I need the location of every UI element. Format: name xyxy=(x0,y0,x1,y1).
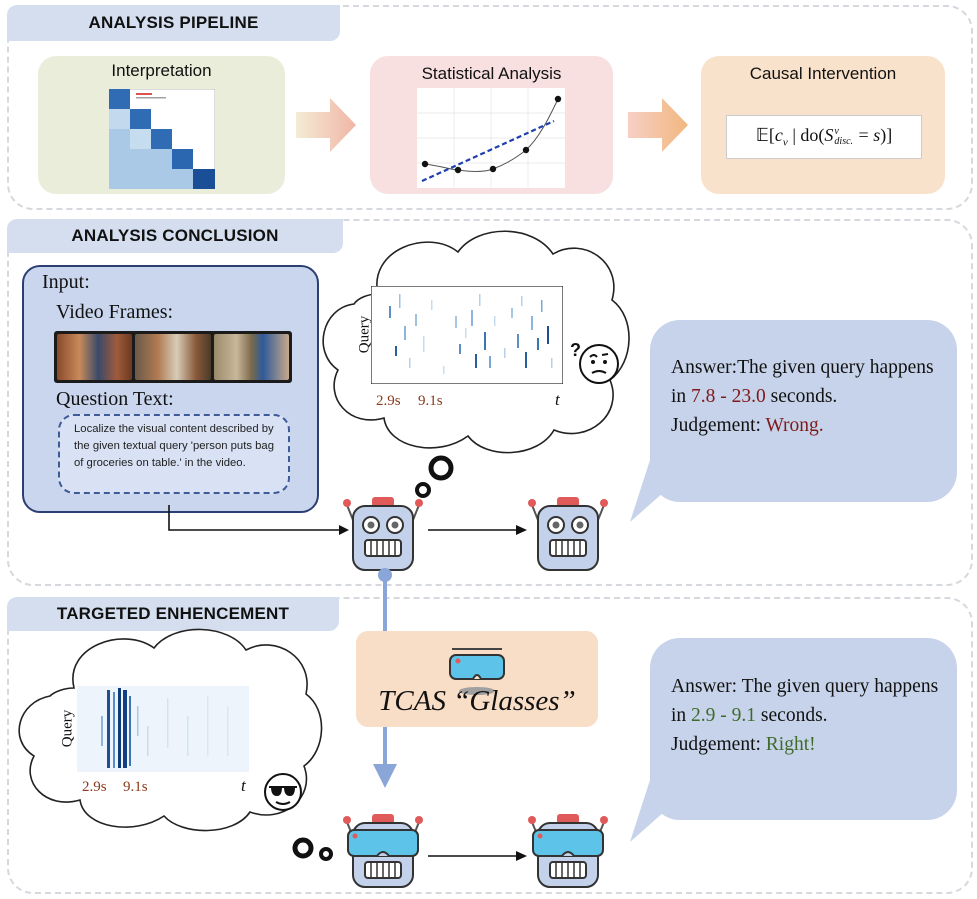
pipeline-section-frame xyxy=(7,5,973,210)
answer-wrong-suffix: seconds. xyxy=(765,386,838,407)
answer-right-suffix: seconds. xyxy=(756,705,828,726)
heatmap-top xyxy=(371,286,563,384)
robot-to-robot-arrow-top xyxy=(428,525,527,535)
robot-to-robot-arrow-bottom xyxy=(428,851,527,861)
heatmap-bottom-tick-1: 2.9s xyxy=(82,779,107,795)
heatmap-top-ylabel: Query xyxy=(356,315,373,354)
judgement-right-label: Judgement: xyxy=(671,734,766,755)
heatmap-top-tick-1: 2.9s xyxy=(376,393,401,409)
interpretation-card: Interpretation xyxy=(38,56,285,194)
input-to-robot-arrow xyxy=(168,505,349,535)
tcas-glasses-box: TCAS “Glasses” xyxy=(356,631,598,727)
answer-right-prefix: Answer: The given query happens in xyxy=(671,676,939,726)
video-frame-1 xyxy=(57,334,133,380)
thought-dots-top xyxy=(415,455,454,498)
video-frame-3 xyxy=(213,334,289,380)
enhancement-connector-arrow xyxy=(373,568,397,788)
conclusion-section-header: ANALYSIS CONCLUSION xyxy=(7,219,343,253)
confused-face-icon: ? xyxy=(570,340,619,384)
interpretation-matrix xyxy=(109,89,215,189)
heatmap-bottom xyxy=(77,686,249,772)
robot-glasses-icon-1 xyxy=(343,814,423,888)
judgement-right: Right! xyxy=(765,734,816,755)
statistical-card: Statistical Analysis xyxy=(370,56,613,194)
question-text-box: Localize the visual content described by… xyxy=(58,414,290,494)
heatmap-bottom-xlabel: t xyxy=(241,776,246,795)
input-panel: Input: Video Frames: Question Text: Loca… xyxy=(22,265,319,513)
answer-bubble-wrong: Answer:The given query happens in 7.8 - … xyxy=(650,320,957,502)
heatmap-top-tick-2: 9.1s xyxy=(418,393,443,409)
judgement-wrong-label: Judgement: xyxy=(671,415,766,436)
statistical-title: Statistical Analysis xyxy=(421,64,562,83)
answer-wrong-range: 7.8 - 23.0 xyxy=(691,386,766,407)
answer-right-range: 2.9 - 9.1 xyxy=(691,705,757,726)
question-text-label: Question Text: xyxy=(56,388,174,410)
pipeline-arrow-2 xyxy=(628,98,688,152)
answer-wrong-prefix: Answer:The given query happens in xyxy=(671,357,934,407)
robot-glasses-icon-2 xyxy=(528,814,608,888)
tcas-glasses-label: TCAS “Glasses” xyxy=(378,685,576,717)
video-frame-2 xyxy=(135,334,211,380)
svg-text:?: ? xyxy=(570,340,581,360)
cool-face-icon xyxy=(264,773,302,811)
video-frames-label: Video Frames: xyxy=(56,301,174,323)
conclusion-section-frame xyxy=(7,219,973,586)
answer-wrong-text: Answer:The given query happens in 7.8 - … xyxy=(671,353,941,440)
pipeline-arrow-1 xyxy=(296,98,356,152)
pipeline-section-header: ANALYSIS PIPELINE xyxy=(7,5,340,41)
causal-formula: 𝔼[c_v | do(S^v_disc. = s)] 𝔼[cv | do(Svd… xyxy=(726,115,922,159)
statistical-plot xyxy=(417,88,565,188)
heatmap-bottom-ylabel: Query xyxy=(59,709,76,748)
answer-right-text: Answer: The given query happens in 2.9 -… xyxy=(671,672,941,759)
thought-dots-bottom xyxy=(292,837,333,861)
heatmap-top-xlabel: t xyxy=(555,390,560,409)
answer-bubble-right: Answer: The given query happens in 2.9 -… xyxy=(650,638,957,820)
robot-icon-2 xyxy=(528,497,608,571)
video-frames-strip xyxy=(54,331,292,383)
input-title: Input: xyxy=(42,271,90,293)
enhancement-section-frame xyxy=(7,597,973,894)
enhancement-section-header: TARGETED ENHENCEMENT xyxy=(7,597,339,631)
causal-title: Causal Intervention xyxy=(749,64,897,83)
robot-icon-1 xyxy=(343,497,423,571)
judgement-wrong: Wrong. xyxy=(765,415,824,436)
vr-glasses-icon xyxy=(449,648,505,695)
interpretation-title: Interpretation xyxy=(111,61,212,80)
heatmap-bottom-tick-2: 9.1s xyxy=(123,779,148,795)
